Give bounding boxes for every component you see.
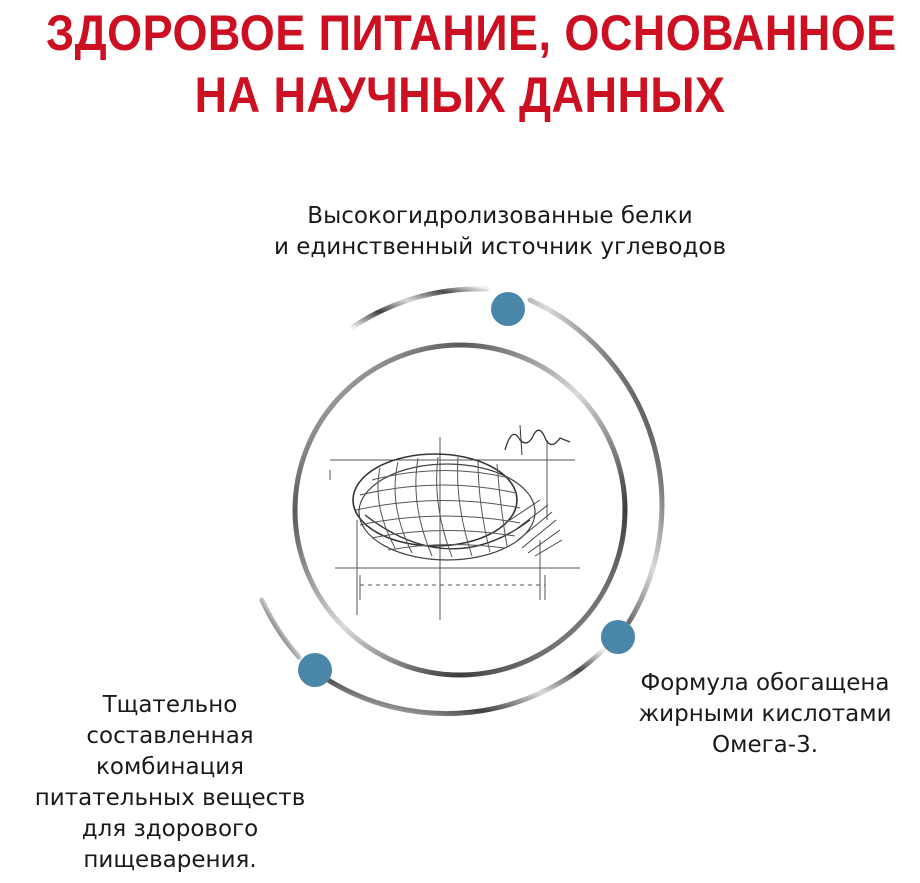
feature-omega-3: Формула обогащена жирными кислотами Омег… (615, 668, 915, 761)
feature-top-line-1: Высокогидролизованные белки (307, 203, 693, 229)
feature-left-line-4: питательных веществ (34, 785, 306, 811)
feature-top-line-2: и единственный источник углеводов (273, 234, 727, 260)
outer-ring-arc-top (350, 286, 490, 330)
feature-hydrolysed-proteins: Высокогидролизованные белки и единственн… (250, 201, 750, 263)
dot-top (491, 292, 525, 326)
page-title: ЗДОРОВОЕ ПИТАНИЕ, ОСНОВАННОЕ НА НАУЧНЫХ … (46, 0, 897, 126)
page-title-line-2: НА НАУЧНЫХ ДАННЫХ (194, 67, 726, 123)
outer-ring-arc-left (259, 597, 302, 660)
outer-ring-arc-right (527, 297, 665, 625)
feature-left-line-2: составленная (86, 723, 254, 749)
page-title-line-1: ЗДОРОВОЕ ПИТАНИЕ, ОСНОВАННОЕ (46, 5, 897, 61)
feature-left-line-1: Тщательно (102, 692, 238, 718)
feature-left-line-6: пищеварения. (83, 847, 257, 873)
feature-right-line-3: Омега-3. (711, 732, 819, 758)
feature-left-line-3: комбинация (95, 754, 245, 780)
dot-right (601, 620, 635, 654)
kibble-sketch-icon (329, 424, 580, 620)
dot-left (298, 653, 332, 687)
feature-right-line-1: Формула обогащена (640, 670, 890, 696)
outer-ring-arc-bottom (325, 647, 606, 717)
feature-right-line-2: жирными кислотами (638, 701, 892, 727)
feature-digestion: Тщательно составленная комбинация питате… (10, 690, 330, 876)
inner-ring (292, 342, 628, 678)
feature-left-line-5: для здорового (81, 816, 259, 842)
